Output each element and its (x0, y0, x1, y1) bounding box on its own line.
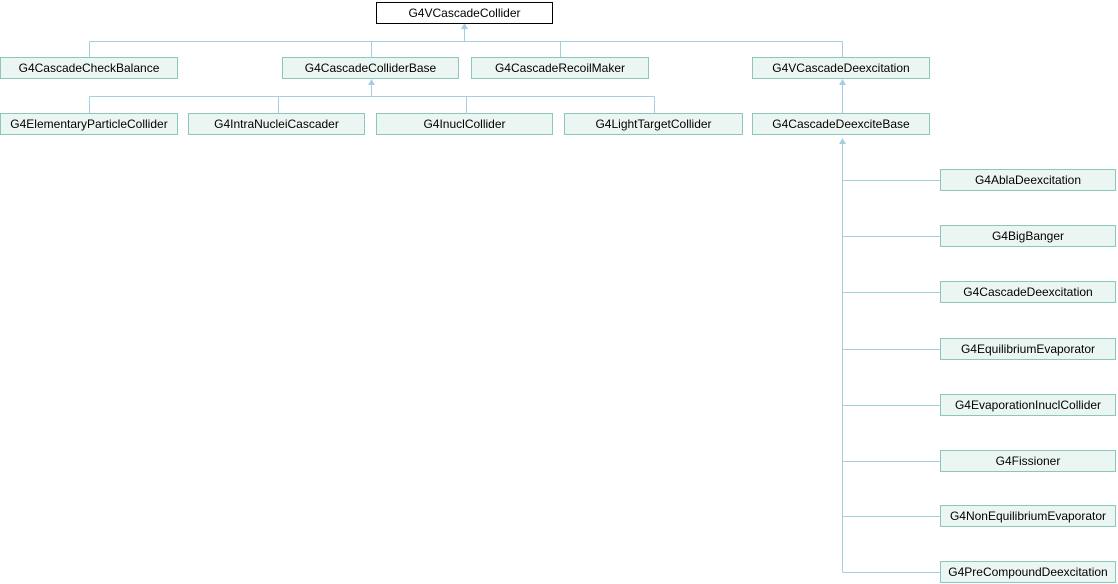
class-node-g4cascaderecoilmaker[interactable]: G4CascadeRecoilMaker (471, 57, 649, 79)
class-node-g4bigbanger[interactable]: G4BigBanger (940, 225, 1116, 247)
inheritance-arrowhead-up (368, 79, 375, 85)
class-node-g4vcascadecollider: G4VCascadeCollider (376, 2, 553, 24)
class-node-g4inuclcollider[interactable]: G4InuclCollider (376, 113, 553, 135)
class-node-g4cascadecolliderbase[interactable]: G4CascadeColliderBase (282, 57, 459, 79)
class-node-g4equilibriumevaporator[interactable]: G4EquilibriumEvaporator (940, 338, 1116, 360)
class-node-g4fissioner[interactable]: G4Fissioner (940, 450, 1116, 472)
class-node-g4intranucleicascader[interactable]: G4IntraNucleiCascader (188, 113, 365, 135)
class-node-g4abladeexcitation[interactable]: G4AblaDeexcitation (940, 169, 1116, 191)
class-node-g4vcascadedeexcitation[interactable]: G4VCascadeDeexcitation (752, 57, 930, 79)
class-node-g4nonequilibriumevaporator[interactable]: G4NonEquilibriumEvaporator (940, 505, 1116, 527)
inheritance-arrowhead-up (839, 138, 846, 144)
class-node-g4cascadedeexcitebase[interactable]: G4CascadeDeexciteBase (752, 113, 930, 135)
inheritance-arrowhead-up (461, 23, 468, 29)
class-node-g4cascadedeexcitation[interactable]: G4CascadeDeexcitation (940, 281, 1116, 303)
class-node-g4lighttargetcollider[interactable]: G4LightTargetCollider (564, 113, 743, 135)
class-node-g4cascadecheckbalance[interactable]: G4CascadeCheckBalance (0, 57, 178, 79)
class-node-g4precompounddeexcitation[interactable]: G4PreCompoundDeexcitation (940, 561, 1116, 583)
inheritance-arrowhead-up (839, 79, 846, 85)
class-node-g4elementaryparticlecollider[interactable]: G4ElementaryParticleCollider (0, 113, 178, 135)
class-node-g4evaporationinuclcollider[interactable]: G4EvaporationInuclCollider (940, 394, 1116, 416)
